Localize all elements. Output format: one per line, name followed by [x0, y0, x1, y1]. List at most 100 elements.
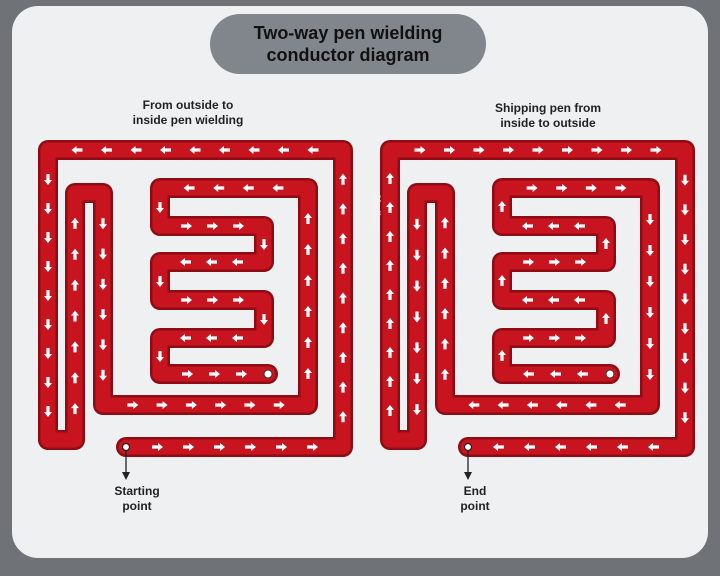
left-direction-arrow — [127, 401, 139, 409]
left-direction-arrow — [181, 222, 192, 230]
right-direction-arrow — [548, 296, 559, 304]
left-direction-arrow — [207, 222, 218, 230]
title-pill: Two-way pen wielding conductor diagram — [210, 14, 486, 74]
right-direction-arrow — [602, 238, 610, 249]
right-direction-arrow — [441, 368, 449, 380]
right-direction-arrow — [548, 222, 559, 230]
left-direction-arrow — [248, 146, 260, 154]
right-direction-arrow — [386, 202, 394, 213]
left-direction-arrow — [71, 217, 79, 229]
left-direction-arrow — [219, 146, 230, 154]
starting-point-label: Starting point — [97, 484, 177, 514]
right-direction-arrow — [524, 443, 535, 451]
left-direction-arrow — [339, 411, 347, 423]
right-direction-arrow — [585, 184, 597, 192]
left-direction-arrow — [71, 341, 79, 353]
right-direction-arrow — [386, 231, 394, 242]
left-direction-arrow — [152, 443, 163, 451]
left-direction-arrow — [304, 368, 312, 379]
left-direction-arrow — [278, 146, 289, 154]
left-caption-line-1: From outside to — [142, 98, 234, 112]
left-direction-arrow — [182, 370, 193, 378]
right-direction-arrow — [681, 323, 689, 335]
end-point-dot — [463, 442, 473, 452]
left-direction-arrow — [180, 258, 191, 266]
right-direction-arrow — [586, 443, 597, 451]
left-direction-arrow — [260, 314, 268, 325]
left-direction-arrow — [206, 334, 217, 342]
right-direction-arrow — [549, 334, 560, 342]
end-point-label-line-2: point — [460, 499, 490, 513]
title-line-2: conductor diagram — [266, 45, 430, 65]
right-direction-arrow — [681, 352, 689, 364]
left-direction-arrow — [156, 276, 164, 287]
right-direction-arrow — [413, 280, 421, 292]
left-direction-arrow — [236, 370, 247, 378]
left-direction-arrow — [276, 443, 287, 451]
right-direction-arrow — [591, 146, 603, 154]
left-direction-arrow — [181, 296, 192, 304]
right-direction-arrow — [473, 146, 485, 154]
left-direction-arrow — [304, 213, 312, 224]
right-direction-arrow — [614, 401, 626, 409]
right-direction-arrow — [497, 401, 509, 409]
right-direction-arrow — [646, 214, 654, 225]
right-direction-arrow — [648, 443, 659, 451]
right-direction-arrow — [681, 234, 689, 246]
right-inner-terminal — [605, 369, 615, 379]
right-direction-arrow — [575, 258, 586, 266]
starting-point-label-line-1: Starting — [114, 484, 160, 498]
left-direction-arrow — [273, 401, 285, 409]
right-direction-arrow — [526, 184, 538, 192]
right-direction-arrow — [414, 146, 426, 154]
right-direction-arrow — [681, 293, 689, 305]
left-direction-arrow — [307, 146, 319, 154]
right-direction-arrow — [522, 296, 533, 304]
left-direction-arrow — [180, 334, 191, 342]
left-direction-arrow — [304, 306, 312, 317]
diagram-card — [12, 6, 708, 558]
right-direction-arrow — [532, 146, 544, 154]
left-direction-arrow — [44, 203, 52, 214]
right-direction-arrow — [681, 204, 689, 216]
left-direction-arrow — [101, 146, 112, 154]
medium-label: Medium — [372, 195, 382, 229]
left-conductor — [38, 140, 353, 457]
left-direction-arrow — [339, 381, 347, 393]
left-direction-arrow — [242, 184, 254, 192]
left-direction-arrow — [71, 146, 83, 154]
left-direction-arrow — [260, 239, 268, 250]
left-direction-arrow — [99, 218, 107, 230]
left-direction-arrow — [304, 337, 312, 348]
right-direction-arrow — [386, 289, 394, 300]
left-direction-arrow — [339, 322, 347, 334]
left-direction-arrow — [245, 443, 256, 451]
left-direction-arrow — [71, 279, 79, 291]
right-direction-arrow — [646, 369, 654, 380]
left-direction-arrow — [272, 184, 284, 192]
right-direction-arrow — [556, 184, 568, 192]
right-direction-arrow — [523, 370, 534, 378]
right-caption: Shipping pen from inside to outside — [468, 101, 628, 131]
left-direction-arrow — [71, 310, 79, 322]
right-direction-arrow — [681, 263, 689, 275]
left-direction-arrow — [44, 319, 52, 330]
left-direction-arrow — [160, 146, 171, 154]
right-direction-arrow — [503, 146, 514, 154]
left-direction-arrow — [339, 262, 347, 274]
right-caption-line-1: Shipping pen from — [495, 101, 601, 115]
right-direction-arrow — [646, 338, 654, 349]
right-direction-arrow — [575, 334, 586, 342]
right-direction-arrow — [650, 146, 662, 154]
right-direction-arrow — [386, 376, 394, 387]
right-direction-arrow — [526, 401, 538, 409]
right-direction-arrow — [441, 308, 449, 320]
left-direction-arrow — [44, 174, 52, 185]
right-direction-arrow — [441, 217, 449, 229]
right-direction-arrow — [386, 347, 394, 358]
right-direction-arrow — [577, 370, 588, 378]
right-direction-arrow — [646, 307, 654, 318]
right-direction-arrow — [523, 334, 534, 342]
right-direction-arrow — [621, 146, 632, 154]
